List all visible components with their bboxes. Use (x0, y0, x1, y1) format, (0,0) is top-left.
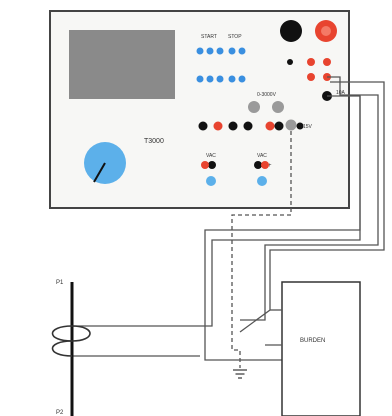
knob-pointer (93, 162, 106, 183)
terminal-small-black-1[interactable] (287, 59, 293, 65)
button-4[interactable] (228, 47, 236, 55)
terminal-large-black[interactable] (280, 20, 302, 42)
blue-button-row-top (196, 47, 246, 55)
button-8[interactable] (216, 75, 224, 83)
terminal-row-red-1[interactable] (213, 121, 223, 131)
wire-output-c (204, 95, 361, 361)
button-5[interactable] (238, 47, 246, 55)
start-label: START (201, 34, 217, 40)
terminal-row-grey-1[interactable] (285, 119, 297, 131)
vac2-label: VAC (257, 153, 267, 159)
terminal-row-black-1[interactable] (198, 121, 208, 131)
terminal-row-red-2[interactable] (265, 121, 275, 131)
p2-label: P2 (56, 410, 64, 416)
burden-label: BURDEN (300, 338, 325, 344)
stop-label: STOP (228, 34, 242, 40)
button-3[interactable] (216, 47, 224, 55)
display-screen (69, 30, 175, 99)
button-2[interactable] (206, 47, 214, 55)
vac-terminal-blue-1[interactable] (206, 176, 216, 186)
terminal-row-black-2[interactable] (228, 121, 238, 131)
dashed-ground-wire (231, 131, 292, 368)
button-10[interactable] (238, 75, 246, 83)
wire-output-a (240, 76, 379, 321)
terminal-row-black-5[interactable] (296, 122, 304, 130)
vac-label: VAC (206, 153, 216, 159)
terminal-row-middle (198, 119, 304, 131)
wire-ct-left (72, 96, 361, 327)
blue-button-row-bottom (196, 75, 246, 83)
p1-label: P1 (56, 280, 64, 286)
terminal-row-black-3[interactable] (243, 121, 253, 131)
wire-output-b (269, 81, 385, 282)
vac-terminal-red-1[interactable] (201, 161, 209, 169)
vac-terminal-black-2[interactable] (254, 161, 262, 169)
vac-terminal-red-2[interactable] (261, 161, 269, 169)
terminal-small-red-1[interactable] (307, 58, 315, 66)
vac-terminal-black-1[interactable] (208, 161, 216, 169)
button-1[interactable] (196, 47, 204, 55)
terminal-small-red-3[interactable] (307, 73, 315, 81)
burden-box (281, 281, 361, 416)
range-label: 0-3000V (257, 92, 277, 98)
button-6[interactable] (196, 75, 204, 83)
button-9[interactable] (228, 75, 236, 83)
vac-terminal-blue-2[interactable] (257, 176, 267, 186)
terminal-grey-1[interactable] (248, 101, 260, 113)
terminal-large-red-inner (321, 26, 331, 36)
aux-right-label: + (268, 163, 272, 169)
wiring (72, 76, 385, 361)
terminal-grey-2[interactable] (272, 101, 284, 113)
terminal-small-red-2[interactable] (323, 58, 331, 66)
output2-label: 15V (303, 124, 313, 130)
button-7[interactable] (206, 75, 214, 83)
terminal-row-black-4[interactable] (274, 121, 284, 131)
ground-symbol (233, 369, 247, 379)
model-label: T3000 (144, 138, 164, 145)
output-label: 10A (336, 90, 346, 96)
ct-coil (51, 325, 91, 357)
